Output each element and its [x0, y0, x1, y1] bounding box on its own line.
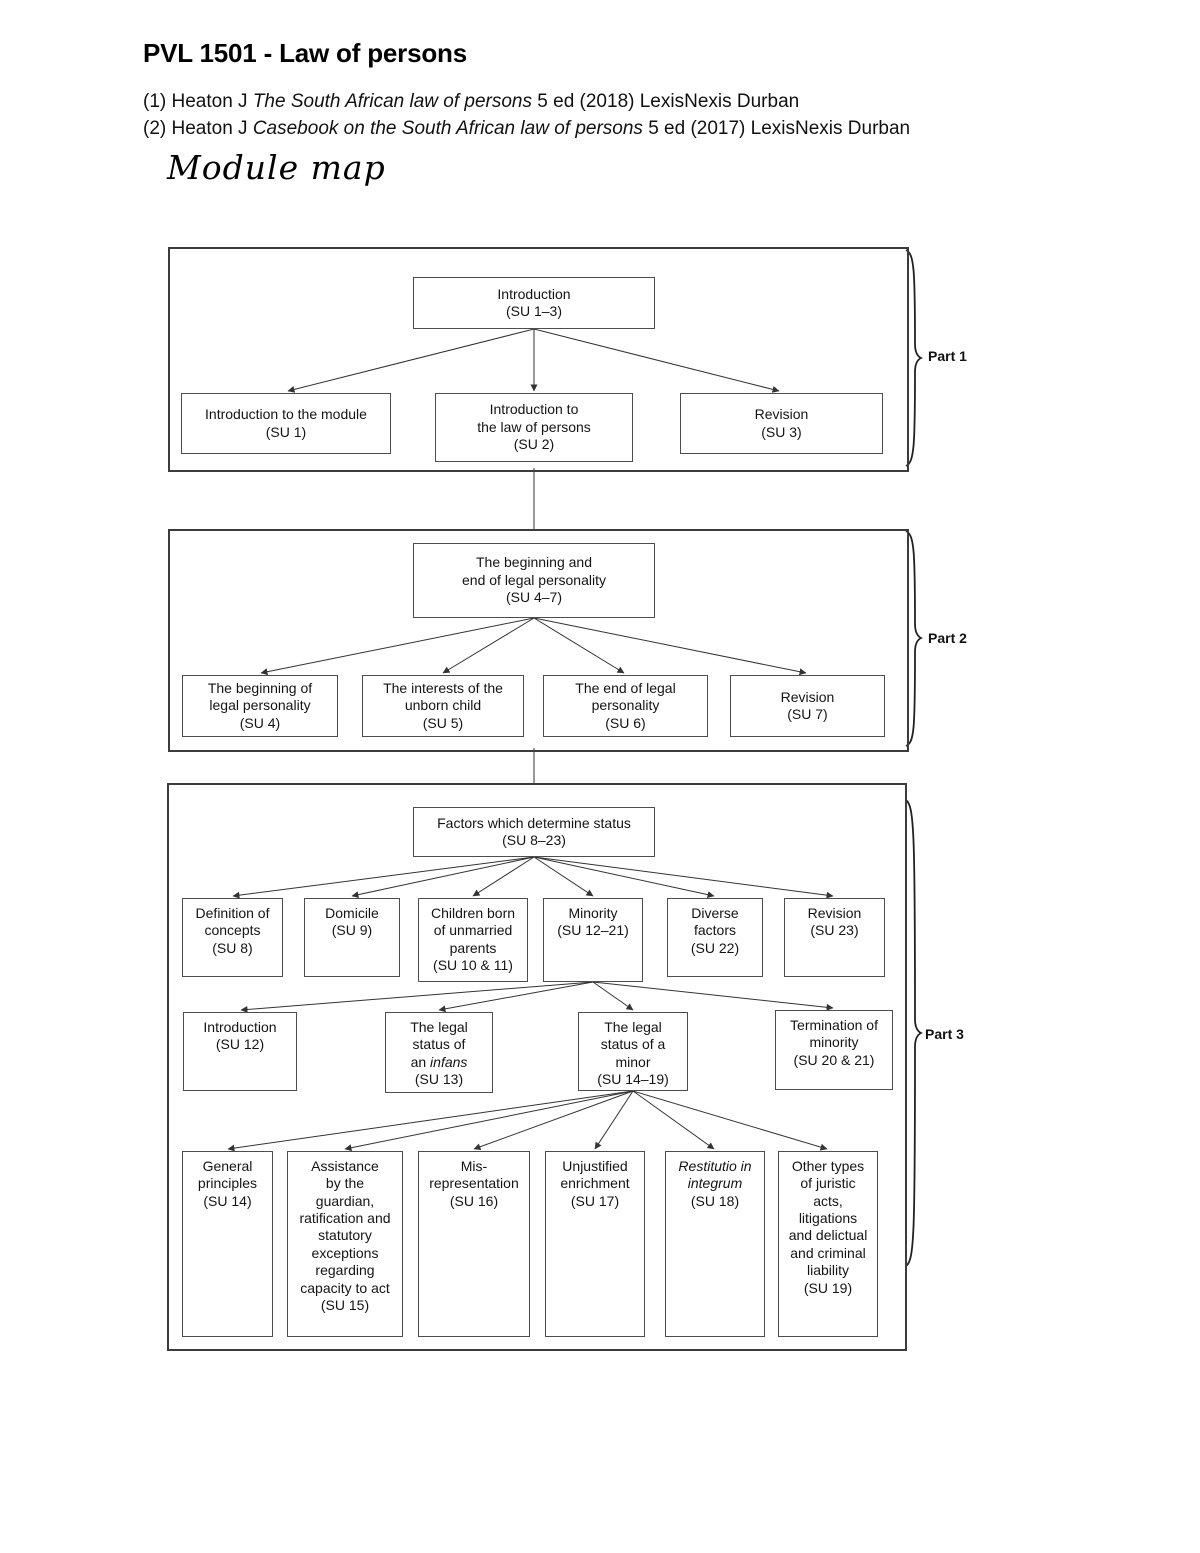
- box-factors-determine-status-su8-23: Factors which determine status (SU 8–23): [413, 807, 655, 857]
- box-termination-minority-su20-21: Termination of minority (SU 20 & 21): [775, 1010, 893, 1090]
- box-revision-su3: Revision (SU 3): [680, 393, 883, 454]
- box-minority-su12-21: Minority (SU 12–21): [543, 898, 643, 982]
- box-revision-su23: Revision (SU 23): [784, 898, 885, 977]
- box-introduction-law-of-persons-su2: Introduction to the law of persons (SU 2…: [435, 393, 633, 462]
- box-assistance-guardian-su15: Assistance by the guardian, ratification…: [287, 1151, 403, 1337]
- reference-1-book-title: The South African law of persons: [252, 91, 532, 112]
- reference-1: (1) Heaton J The South African law of pe…: [143, 88, 910, 115]
- reference-1-prefix: (1) Heaton J: [143, 91, 253, 112]
- part2-label: Part 2: [928, 630, 967, 646]
- part2-container: [168, 529, 909, 752]
- box-end-legal-personality-su6: The end of legal personality (SU 6): [543, 675, 708, 737]
- part1-container: [168, 247, 909, 472]
- reference-list: (1) Heaton J The South African law of pe…: [143, 88, 910, 142]
- box-introduction-su1-3: Introduction (SU 1–3): [413, 277, 655, 329]
- reference-2-suffix: 5 ed (2017) LexisNexis Durban: [642, 118, 911, 139]
- part1-label: Part 1: [928, 348, 967, 364]
- box-beginning-legal-personality-su4: The beginning of legal personality (SU 4…: [182, 675, 338, 737]
- part3-label: Part 3: [925, 1026, 964, 1042]
- box-general-principles-su14: General principles (SU 14): [182, 1151, 273, 1337]
- box-legal-status-minor-su14-19: The legal status of a minor (SU 14–19): [578, 1012, 688, 1091]
- box-definition-concepts-su8: Definition of concepts (SU 8): [182, 898, 283, 977]
- box-introduction-su12: Introduction (SU 12): [183, 1012, 297, 1091]
- reference-1-suffix: 5 ed (2018) LexisNexis Durban: [532, 91, 800, 112]
- reference-2: (2) Heaton J Casebook on the South Afric…: [143, 115, 910, 142]
- box-introduction-to-module-su1: Introduction to the module (SU 1): [181, 393, 391, 454]
- page-title: PVL 1501 - Law of persons: [143, 38, 467, 68]
- part3-brace: [905, 799, 924, 1267]
- box-domicile-su9: Domicile (SU 9): [304, 898, 400, 977]
- box-diverse-factors-su22: Diverse factors (SU 22): [667, 898, 763, 977]
- box-interests-unborn-child-su5: The interests of the unborn child (SU 5): [362, 675, 524, 737]
- box-misrepresentation-su16: Mis- representation (SU 16): [418, 1151, 530, 1337]
- box-beginning-end-legal-personality-su4-7: The beginning and end of legal personali…: [413, 543, 655, 618]
- box-children-born-unmarried-su10-11: Children born of unmarried parents (SU 1…: [418, 898, 528, 982]
- module-map-heading: Module map: [167, 148, 386, 187]
- reference-2-book-title: Casebook on the South African law of per…: [252, 118, 643, 139]
- part3-container: [167, 783, 907, 1351]
- box-revision-su7: Revision (SU 7): [730, 675, 885, 737]
- box-other-juristic-acts-su19: Other types of juristic acts, litigation…: [778, 1151, 878, 1337]
- box-unjustified-enrichment-su17: Unjustified enrichment (SU 17): [545, 1151, 645, 1337]
- reference-2-prefix: (2) Heaton J: [143, 118, 253, 139]
